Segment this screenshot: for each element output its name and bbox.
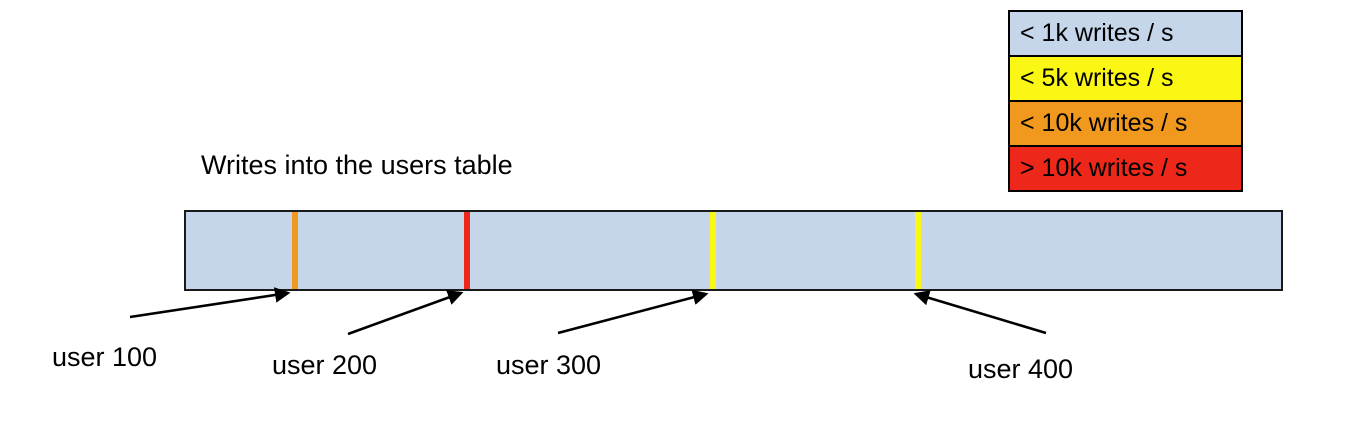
legend-row-under-1k: < 1k writes / s xyxy=(1010,12,1241,57)
legend-row-under-5k: < 5k writes / s xyxy=(1010,57,1241,102)
legend-row-over-10k: > 10k writes / s xyxy=(1010,147,1241,190)
write-rate-legend: < 1k writes / s < 5k writes / s < 10k wr… xyxy=(1008,10,1243,192)
annotation-arrow-user-200 xyxy=(347,290,464,336)
legend-label: > 10k writes / s xyxy=(1020,154,1188,182)
annotation-arrow-user-100 xyxy=(129,287,291,319)
hot-partition-stripe-user-200 xyxy=(464,212,470,289)
annotation-arrow-user-300 xyxy=(557,289,709,335)
annotation-label-user-200: user 200 xyxy=(272,350,378,380)
users-table-keyspace-bar xyxy=(184,210,1283,291)
legend-label: < 1k writes / s xyxy=(1020,19,1174,47)
annotation-label-user-400: user 400 xyxy=(968,354,1074,384)
legend-row-under-10k: < 10k writes / s xyxy=(1010,102,1241,147)
hot-partition-stripe-user-100 xyxy=(292,212,298,289)
annotation-label-user-300: user 300 xyxy=(496,350,602,380)
page-title: Writes into the users table xyxy=(201,150,513,180)
hot-partition-stripe-user-300 xyxy=(710,212,716,289)
legend-label: < 10k writes / s xyxy=(1020,109,1188,137)
legend-label: < 5k writes / s xyxy=(1020,64,1174,92)
annotation-arrow-user-400 xyxy=(913,290,1047,335)
annotation-label-user-100: user 100 xyxy=(52,342,158,372)
hot-partition-stripe-user-400 xyxy=(915,212,921,289)
